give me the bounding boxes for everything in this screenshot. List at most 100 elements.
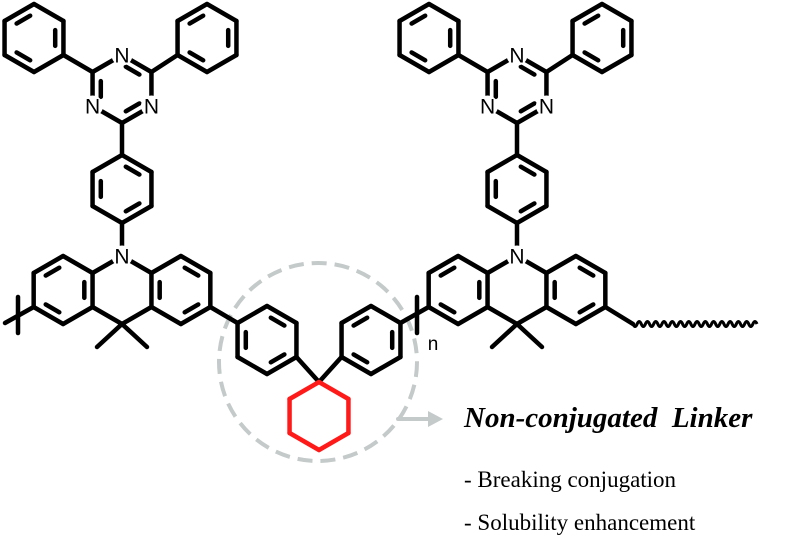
methyl-bond [489,321,520,350]
single-bond [149,52,180,75]
double-bond-line [43,265,62,278]
nitrogen-atom-label: N [114,246,129,269]
atom-label-mask [477,95,499,117]
nitrogen-atom-label: N [509,246,524,269]
acridine-ring-right [149,253,213,327]
acridine-ring-right [544,253,608,327]
ring-bond [514,152,549,175]
ring-bond [316,379,351,402]
ring-bond [90,203,125,226]
double-bond-line [518,64,537,77]
ring-bond [178,304,213,327]
ring-bond [60,304,95,327]
ring-bond [119,203,154,226]
nitrogen-atom-label: N [509,45,524,68]
nitrogen-atom-label: N [85,96,100,119]
quaternary-carbon-bond [294,354,322,385]
ring-bond [31,1,66,24]
ring-bond [31,304,66,327]
ring-bond [178,253,213,276]
atom-label-mask [111,245,133,267]
ring-bond [2,52,37,75]
ring-bond [570,52,605,75]
single-bond [544,52,575,75]
double-bond-line [438,302,457,315]
double-bond-line [187,50,206,63]
double-bond-line [518,201,537,214]
ring-bond [264,354,299,377]
ring-bond [149,304,184,327]
ring-bond [175,52,210,75]
double-bond-line [409,50,428,63]
atom-label-mask [506,245,528,267]
ring-bond [455,304,490,327]
ring-bond [426,52,461,75]
double-bond-line [577,302,596,315]
methyl-bond [94,321,125,350]
linker-phenyl-right [339,303,403,377]
double-bond-line [582,50,601,63]
atom-label-mask [111,44,133,66]
single-bond [456,52,490,75]
ring-bond [599,52,634,75]
atom-label-mask [82,95,104,117]
ring-bond [204,52,239,75]
atom-label-mask [506,44,528,66]
ring-bond [175,1,210,24]
nitrogen-atom-label: N [144,96,159,119]
ring-bond [397,52,432,75]
double-bond-line [43,302,62,315]
methyl-bond [119,321,150,350]
acridine-ring-left [426,253,490,327]
point-solubility-enhancement: - Solubility enhancement [464,510,696,535]
double-bond-line [123,101,142,114]
ring-bond [204,1,239,24]
ring-bond [31,52,66,75]
double-bond-line [268,352,287,365]
nitrogen-atom-label: N [114,45,129,68]
phenyl-ring-right [570,1,634,75]
acridine-c9-bond [119,304,154,327]
linker-title: Non-conjugated Linker [464,402,753,434]
ring-bond [570,1,605,24]
double-bond-line [577,265,596,278]
ring-bond [397,1,432,24]
ring-bond [235,354,270,377]
double-bond-line [182,302,201,315]
ring-bond [339,354,374,377]
ring-bond [2,1,37,24]
cyclohexane-ring [287,379,351,453]
double-bond-line [182,265,201,278]
nitrogen-atom-label: N [480,96,495,119]
ring-bond [573,304,608,327]
ring-bond [426,304,461,327]
ring-bond [573,253,608,276]
phenylene-ring [90,152,154,226]
phenylene-ring [485,152,549,226]
point-breaking-conjugation: - Breaking conjugation [464,467,677,492]
double-bond-line [438,265,457,278]
arrow-head-icon [428,411,443,427]
phenyl-ring-left [397,1,461,75]
methyl-bond [514,321,545,350]
ring-bond [316,430,351,453]
double-bond-line [123,164,142,177]
acridine-ring-left [31,253,95,327]
double-bond-line [518,164,537,177]
double-bond-line [187,13,206,26]
repeat-unit-label: n [428,334,439,355]
single-bond [208,304,240,326]
ring-bond [426,1,461,24]
ring-bond [368,303,403,326]
double-bond-line [123,64,142,77]
wavy-chain-continuation [631,320,759,328]
double-bond-line [351,315,370,328]
ring-bond [544,253,579,276]
acridine-c9-bond [90,304,125,327]
atom-label-mask [140,95,162,117]
double-bond-line [518,101,537,114]
ring-bond [514,203,549,226]
nitrogen-atom-label: N [539,96,554,119]
ring-bond [544,304,579,327]
